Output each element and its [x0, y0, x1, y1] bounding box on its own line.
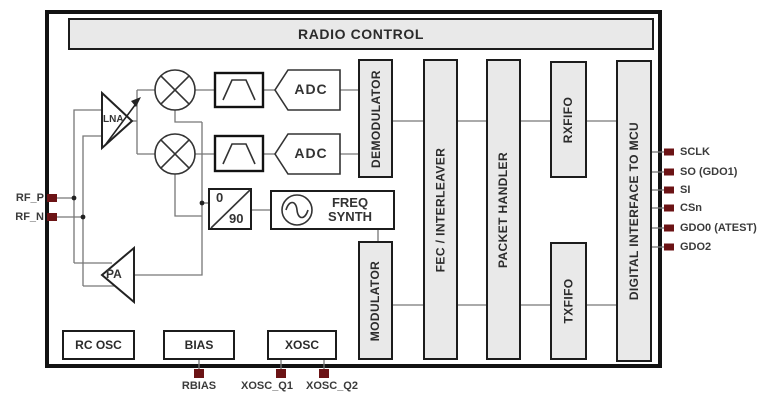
block-txfifo: TXFIFO: [550, 242, 587, 360]
pa-label: PA: [106, 267, 122, 281]
block-demodulator: DEMODULATOR: [358, 59, 393, 178]
xosc-label: XOSC: [284, 338, 319, 352]
pin-gdo0: [664, 224, 674, 232]
pin-label-so: SO (GDO1): [680, 166, 738, 178]
block-rc-osc: RC OSC: [62, 330, 135, 360]
phase-0-label: 0: [216, 190, 224, 205]
pin-label-csn: CSn: [680, 202, 702, 214]
pin-label-rfn: RF_N: [15, 211, 44, 223]
radio-control-label: RADIO CONTROL: [297, 26, 424, 42]
pin-label-rfp: RF_P: [15, 192, 44, 204]
freq-synth-label: FREQ SYNTH: [327, 195, 373, 224]
pin-label-rbias: RBIAS: [181, 380, 217, 392]
adc-q-label: ADC: [294, 145, 328, 161]
pin-csn: [664, 204, 674, 212]
block-fec-interleaver: FEC / INTERLEAVER: [423, 59, 458, 360]
pin-label-gdo0: GDO0 (ATEST): [680, 222, 757, 234]
digital-interface-label: DIGITAL INTERFACE TO MCU: [627, 121, 641, 301]
pin-si: [664, 186, 674, 194]
bias-label: BIAS: [184, 338, 214, 352]
pin-xosc-q2: [319, 369, 329, 378]
pin-sclk: [664, 148, 674, 156]
block-digital-interface: DIGITAL INTERFACE TO MCU: [616, 60, 652, 362]
pin-xosc-q1: [276, 369, 286, 378]
txfifo-label: TXFIFO: [561, 278, 576, 324]
block-radio-control: RADIO CONTROL: [68, 18, 654, 50]
fec-interleaver-label: FEC / INTERLEAVER: [433, 147, 448, 272]
pin-label-xosc-q2: XOSC_Q2: [306, 380, 358, 392]
pin-label-sclk: SCLK: [680, 146, 710, 158]
pin-gdo2: [664, 243, 674, 251]
pin-rbias: [194, 369, 204, 378]
block-xosc: XOSC: [267, 330, 337, 360]
block-bias: BIAS: [163, 330, 235, 360]
block-packet-handler: PACKET HANDLER: [486, 59, 521, 360]
phase-90-label: 90: [229, 211, 244, 226]
pin-label-si: SI: [680, 184, 691, 196]
rxfifo-label: RXFIFO: [561, 96, 576, 143]
adc-i-label: ADC: [294, 81, 328, 97]
rc-osc-label: RC OSC: [75, 338, 122, 352]
pin-so: [664, 168, 674, 176]
modulator-label: MODULATOR: [368, 260, 383, 341]
packet-handler-label: PACKET HANDLER: [496, 151, 511, 268]
demodulator-label: DEMODULATOR: [368, 69, 383, 168]
block-modulator: MODULATOR: [358, 241, 393, 360]
lna-label: LNA: [103, 114, 124, 125]
pin-label-gdo2: GDO2: [680, 241, 712, 253]
block-rxfifo: RXFIFO: [550, 61, 587, 178]
pin-label-xosc-q1: XOSC_Q1: [241, 380, 293, 392]
